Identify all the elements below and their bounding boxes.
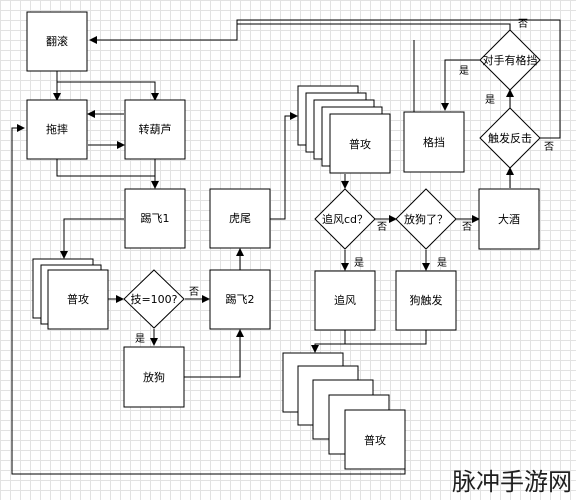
edge-labels: 否 是 否 是 否 是 否 是 否 是 [135,18,554,345]
label-chufa-no: 否 [544,141,554,153]
edge-chufa-fangun [89,19,561,139]
label-zhuifeng-no: 否 [377,221,387,233]
node-zhuanhulu[interactable]: 转葫芦 [124,99,186,160]
node-tifei2[interactable]: 踢飞2 [209,269,271,330]
node-pugong2-stack[interactable]: 普攻 [297,85,391,174]
edge-tifei1-pugong1 [60,218,124,259]
node-fanggou1[interactable]: 放狗 [123,346,185,408]
node-pugong3-stack[interactable]: 普攻 [282,352,406,470]
node-zhuifeng-cd-label: 追风cd？ [322,212,368,226]
node-pugong1-label: 普攻 [67,292,89,306]
node-chufa-fanji[interactable]: 触发反击 [479,107,541,169]
node-tifei1[interactable]: 踢飞1 [124,188,186,249]
node-tifei2-label: 踢飞2 [226,293,255,306]
node-ji100[interactable]: 技=100? [123,269,185,329]
node-dajiu-label: 大酒 [498,212,520,226]
node-gedang-label: 格挡 [423,135,445,149]
watermark-text: 脉冲手游网 [452,468,572,496]
node-ji100-label: 技=100? [130,293,177,306]
node-zhuifeng[interactable]: 追风 [314,270,376,331]
node-fanggou-le[interactable]: 放狗了？ [395,188,457,250]
node-gedang[interactable]: 格挡 [403,111,465,173]
node-tuosha-label: 拖摔 [46,122,68,136]
label-chufa-yes: 是 [485,94,495,106]
node-fanggou1-label: 放狗 [143,370,165,384]
label-ji100-yes: 是 [135,333,145,345]
edge-fanggou1-tifei2 [184,329,244,378]
node-chufa-fanji-label: 触发反击 [488,131,532,145]
edge-fangun-zhuanhulu [57,81,159,101]
node-dajiu[interactable]: 大酒 [478,188,540,250]
edge-tuosha-tifei1 [56,159,155,177]
node-tuosha[interactable]: 拖摔 [26,99,88,160]
node-zhuifeng-cd[interactable]: 追风cd？ [314,188,376,250]
label-duishou-yes: 是 [459,65,469,77]
edge-duishou-gedang [441,59,480,111]
node-duishou-gedang-label: 对手有格挡 [483,53,538,67]
node-huwei-label: 虎尾 [229,212,251,225]
label-fanggou-no: 否 [462,221,472,233]
label-duishou-no: 否 [518,18,528,30]
edge-zhuifeng-pugong3 [311,330,346,353]
edge-huwei-pugong2 [270,112,298,220]
edge-goutrigger-pugong3 [345,330,427,345]
node-tifei1-label: 踢飞1 [141,212,170,225]
label-fanggou-yes: 是 [437,257,447,269]
node-pugong2-label: 普攻 [349,137,371,151]
node-fanggou-le-label: 放狗了？ [404,212,448,226]
edge-duishou-fangun [237,23,511,30]
node-huwei[interactable]: 虎尾 [209,188,271,249]
label-zhuifeng-yes: 是 [354,257,364,269]
node-zhuanhulu-label: 转葫芦 [139,122,172,136]
node-duishou-gedang[interactable]: 对手有格挡 [479,29,541,91]
node-fangun-label: 翻滚 [46,34,68,48]
node-zhuifeng-label: 追风 [334,293,356,307]
node-goutrigger-label: 狗触发 [410,293,443,307]
node-fangun[interactable]: 翻滚 [26,11,88,72]
node-goutrigger[interactable]: 狗触发 [395,270,457,331]
label-ji100-no: 否 [189,286,199,298]
node-pugong3-label: 普攻 [364,433,386,447]
node-pugong1-stack[interactable]: 普攻 [32,258,109,330]
